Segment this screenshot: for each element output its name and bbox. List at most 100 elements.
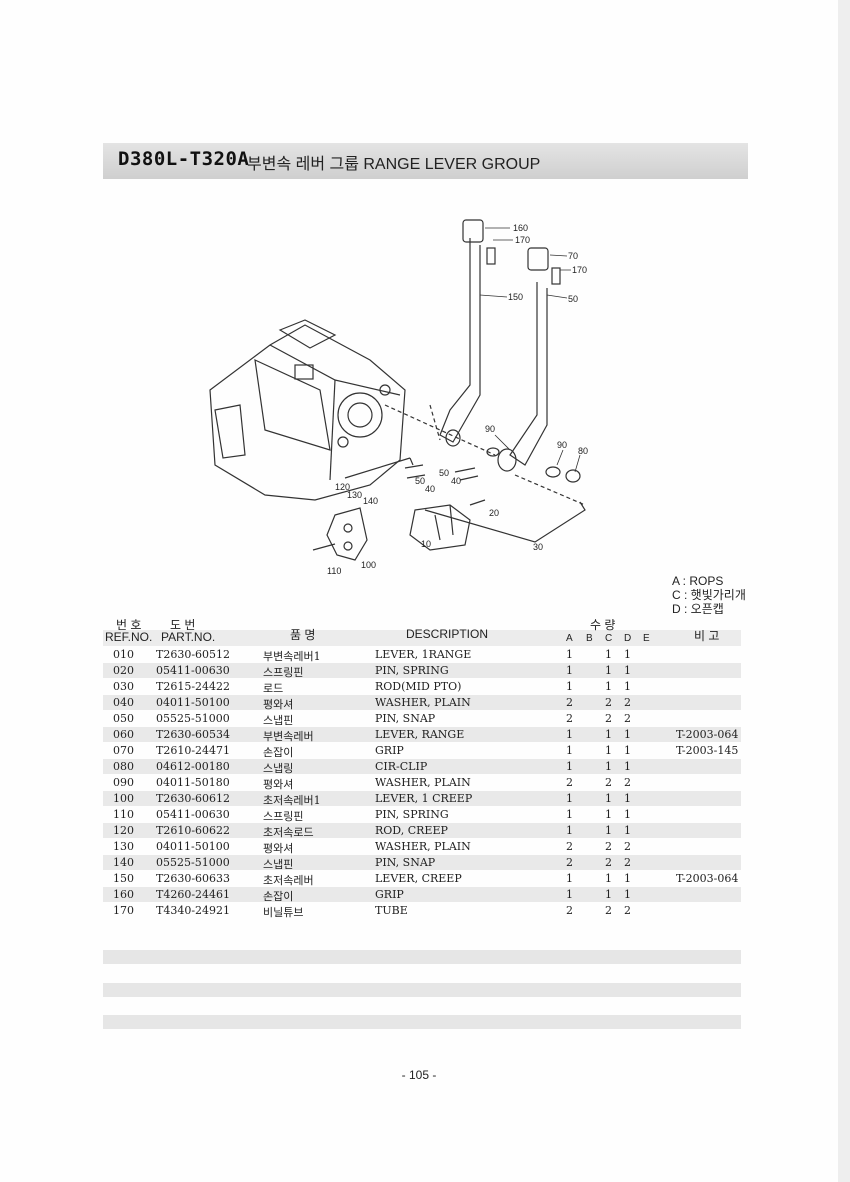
cell-ref: 050	[113, 712, 134, 725]
header-description: DESCRIPTION	[406, 627, 489, 641]
title-bar	[103, 143, 748, 179]
cell-part: 05411-00630	[156, 664, 230, 677]
cell-c: 1	[605, 760, 612, 773]
cell-ref: 080	[113, 760, 134, 773]
cell-a: 1	[566, 728, 573, 741]
cell-d: 2	[624, 712, 631, 725]
callout-label: 70	[568, 251, 578, 261]
header-remarks: 비 고	[694, 629, 720, 643]
cell-desc: ROD(MID PTO)	[375, 680, 462, 693]
cell-c: 1	[605, 664, 612, 677]
empty-row-band	[103, 1015, 741, 1029]
callout-label: 120	[335, 482, 350, 492]
cell-part: 04011-50180	[156, 776, 230, 789]
cell-part: T4340-24921	[156, 904, 231, 917]
cell-name: 스냅링	[263, 762, 294, 775]
cell-d: 1	[624, 808, 631, 821]
callout-label: 10	[421, 539, 431, 549]
cell-name: 평와셔	[263, 842, 294, 855]
rod-30	[344, 457, 586, 543]
cell-part: 05525-51000	[156, 856, 230, 869]
cell-name: 부변속레버1	[263, 650, 321, 663]
cell-d: 1	[624, 680, 631, 693]
cell-a: 1	[566, 648, 573, 661]
cell-ref: 150	[113, 872, 134, 885]
cell-a: 2	[566, 856, 573, 869]
cell-d: 2	[624, 840, 631, 853]
header-name-kr: 품 명	[290, 628, 316, 642]
cell-c: 2	[605, 904, 612, 917]
cell-desc: LEVER, 1 CREEP	[375, 792, 473, 805]
cell-part: 04011-50100	[156, 840, 230, 853]
cell-desc: TUBE	[375, 904, 408, 917]
lever-100	[326, 507, 368, 561]
cell-ref: 010	[113, 648, 134, 661]
cell-ref: 070	[113, 744, 134, 757]
cell-d: 1	[624, 888, 631, 901]
cell-remark: T-2003-145	[676, 744, 739, 757]
cell-name: 스냅핀	[263, 858, 294, 871]
cell-ref: 130	[113, 840, 134, 853]
cell-d: 1	[624, 664, 631, 677]
callout-label: 80	[578, 446, 588, 456]
header-part-no: PART.NO.	[161, 630, 216, 644]
cell-remark: T-2003-064	[676, 728, 739, 741]
cell-desc: WASHER, PLAIN	[375, 776, 471, 789]
callout-label: 110	[327, 566, 341, 576]
callout-label: 50	[415, 476, 425, 486]
callout-label: 30	[533, 542, 543, 552]
cell-part: T4260-24461	[156, 888, 231, 901]
callout-label: 170	[515, 235, 530, 245]
cell-name: 로드	[263, 682, 284, 695]
callout-label: 40	[425, 484, 435, 494]
cell-c: 1	[605, 872, 612, 885]
cell-ref: 100	[113, 792, 134, 805]
cell-d: 1	[624, 760, 631, 773]
empty-row-band	[103, 950, 741, 964]
callout-label: 50	[568, 294, 578, 304]
cell-ref: 090	[113, 776, 134, 789]
cell-part: 05525-51000	[156, 712, 230, 725]
cell-a: 2	[566, 840, 573, 853]
cell-part: T2630-60633	[156, 872, 231, 885]
cell-part: 04011-50100	[156, 696, 230, 709]
cell-name: 스프링핀	[263, 810, 304, 823]
cell-part: 05411-00630	[156, 808, 230, 821]
cell-name: 비닐튜브	[263, 906, 304, 919]
cell-d: 1	[624, 824, 631, 837]
cell-part: T2610-60622	[156, 824, 231, 837]
header-qty-c: C	[605, 633, 613, 644]
cell-ref: 140	[113, 856, 134, 869]
cell-c: 1	[605, 648, 612, 661]
model-legend: A : ROPS C : 햇빛가리개 D : 오픈캡	[672, 574, 746, 616]
cell-name: 평와셔	[263, 778, 294, 791]
cell-c: 1	[605, 680, 612, 693]
exploded-parts-diagram: 160 170 70 170 150 50 90 90 80 50 40 50 …	[209, 219, 588, 576]
header-ref-no: REF.NO.	[105, 630, 153, 644]
table-row-band	[103, 727, 741, 742]
cell-name: 스냅핀	[263, 714, 294, 727]
cell-a: 1	[566, 792, 573, 805]
cell-c: 2	[605, 840, 612, 853]
cell-name: 초저속로드	[263, 826, 314, 839]
lever-150	[439, 238, 481, 443]
cell-ref: 040	[113, 696, 134, 709]
cell-part: T2630-60534	[156, 728, 231, 741]
cell-a: 2	[566, 696, 573, 709]
cell-desc: GRIP	[375, 744, 404, 757]
header-part-kr: 도 번	[170, 618, 196, 632]
cell-c: 2	[605, 696, 612, 709]
cell-c: 1	[605, 792, 612, 805]
cell-a: 2	[566, 776, 573, 789]
cell-part: T2630-60512	[156, 648, 231, 661]
cell-desc: LEVER, CREEP	[375, 872, 462, 885]
cell-name: 초저속레버1	[263, 794, 321, 807]
cell-desc: PIN, SNAP	[375, 712, 436, 725]
cell-desc: WASHER, PLAIN	[375, 840, 471, 853]
cell-name: 부변속레버	[263, 730, 314, 743]
cell-a: 2	[566, 712, 573, 725]
cell-d: 2	[624, 856, 631, 869]
header-ref-kr: 번 호	[116, 618, 142, 632]
cell-desc: PIN, SPRING	[375, 808, 449, 821]
bracket-10	[409, 504, 471, 551]
